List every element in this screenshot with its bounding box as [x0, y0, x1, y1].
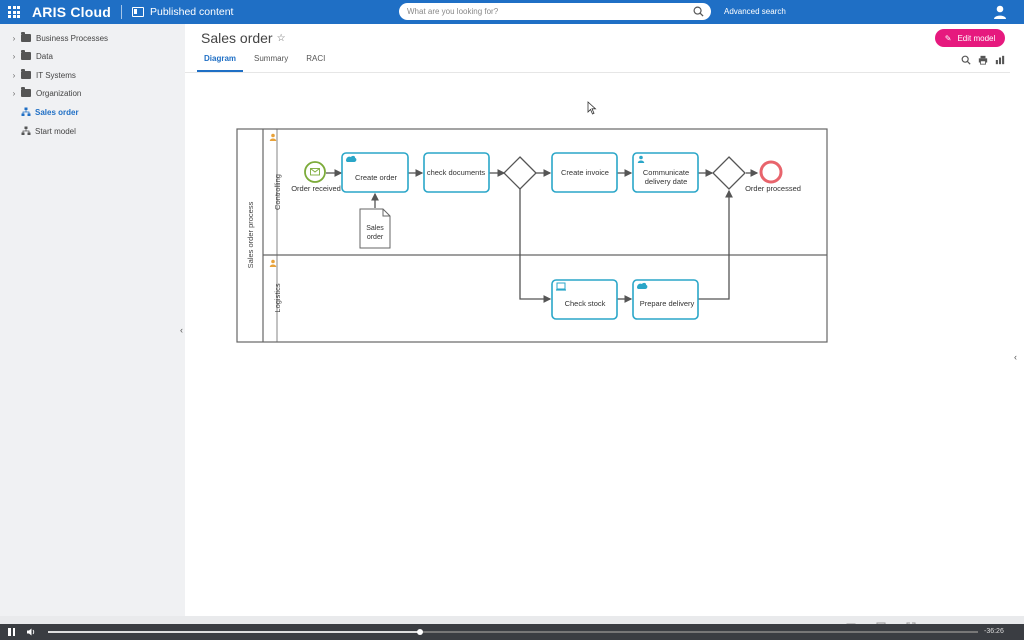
sidebar-item-label: Business Processes — [36, 33, 109, 43]
task-create-invoice[interactable]: Create invoice — [551, 152, 618, 193]
time-remaining: -36:26 — [984, 628, 1004, 635]
published-content-icon — [132, 7, 144, 17]
favorite-star-icon[interactable]: ☆ — [276, 32, 286, 44]
task-label: Create order — [355, 173, 398, 182]
sidebar-item-business-processes[interactable]: › Business Processes — [10, 31, 108, 45]
folder-icon — [21, 87, 31, 97]
view-tabs: Diagram Summary RACI — [195, 52, 334, 72]
edit-model-button[interactable]: ✎ Edit model — [935, 29, 1005, 47]
task-prepare-delivery[interactable]: Prepare delivery — [632, 279, 699, 320]
search-input[interactable] — [407, 7, 691, 16]
chevron-right-icon[interactable]: › — [12, 51, 16, 61]
sidebar-item-organization[interactable]: › Organization — [10, 86, 81, 100]
collapse-sidebar-chevron-icon[interactable]: ‹ — [180, 325, 183, 335]
chevron-right-icon[interactable]: › — [12, 88, 16, 98]
task-communicate-delivery-date[interactable]: Communicate delivery date — [632, 152, 699, 193]
sidebar-item-label: Organization — [36, 88, 82, 98]
role-icon — [269, 133, 277, 141]
page-title: Sales order ☆ — [201, 30, 286, 46]
brand-separator — [121, 5, 122, 19]
sidebar-item-label: Sales order — [35, 107, 79, 117]
pool-frame[interactable] — [236, 128, 828, 343]
navigation-sidebar: › Business Processes › Data › IT Systems… — [0, 24, 185, 616]
sidebar-item-data[interactable]: › Data — [10, 49, 53, 63]
tab-diagram[interactable]: Diagram — [195, 52, 245, 72]
manual-task-icon — [556, 282, 566, 291]
data-object-sales-order[interactable]: Sales order — [359, 208, 391, 249]
page-title-text: Sales order — [201, 30, 273, 46]
progress-scrubber[interactable] — [417, 629, 423, 635]
model-hierarchy-icon — [21, 107, 31, 116]
start-event-label: Order received — [291, 184, 341, 193]
user-icon[interactable] — [992, 4, 1008, 20]
sidebar-item-label: Data — [36, 51, 53, 61]
chevron-right-icon[interactable]: › — [12, 33, 16, 43]
end-event-label: Order processed — [745, 184, 801, 193]
end-event[interactable] — [759, 160, 783, 184]
published-content-link[interactable]: Published content — [150, 6, 234, 18]
user-task-icon — [637, 155, 645, 163]
task-create-order[interactable]: Create order — [341, 152, 409, 193]
sidebar-item-label: IT Systems — [36, 70, 76, 80]
app-launcher-icon[interactable] — [8, 6, 20, 18]
advanced-search-link[interactable]: Advanced search — [724, 7, 786, 16]
task-label-line2: delivery date — [645, 177, 688, 186]
volume-icon[interactable] — [26, 627, 36, 637]
task-check-stock[interactable]: Check stock — [551, 279, 618, 320]
service-task-icon — [637, 282, 648, 289]
task-label: Create invoice — [561, 168, 609, 177]
player-overlay-strip — [0, 616, 1024, 624]
sidebar-item-it-systems[interactable]: › IT Systems — [10, 68, 76, 82]
service-task-icon — [346, 155, 357, 162]
task-check-documents[interactable]: check documents — [423, 152, 490, 193]
gateway-merge[interactable] — [712, 156, 746, 190]
search-box[interactable] — [399, 3, 711, 20]
pool-label: Sales order process — [246, 201, 255, 268]
gateway-split[interactable] — [503, 156, 537, 190]
data-object-label-line2: order — [367, 234, 384, 241]
start-event[interactable] — [304, 161, 326, 183]
progress-fill — [48, 631, 420, 633]
task-label: Check stock — [565, 299, 606, 308]
chevron-right-icon[interactable]: › — [12, 70, 16, 80]
pencil-icon: ✎ — [944, 33, 952, 43]
tab-raci[interactable]: RACI — [306, 54, 326, 63]
print-icon[interactable] — [977, 54, 988, 65]
folder-icon — [21, 50, 31, 60]
folder-icon — [21, 32, 31, 42]
sequence-flow[interactable] — [698, 189, 733, 300]
lane-label-controlling: Controlling — [273, 174, 282, 210]
tab-summary[interactable]: Summary — [254, 54, 289, 63]
lane-label-logistics: Logistics — [273, 283, 282, 312]
pause-icon[interactable] — [8, 628, 15, 636]
role-icon — [269, 259, 277, 267]
search-icon[interactable] — [691, 5, 705, 19]
task-label: Prepare delivery — [640, 299, 695, 308]
zoom-search-icon[interactable] — [960, 54, 971, 65]
progress-track[interactable] — [48, 631, 978, 633]
folder-icon — [21, 69, 31, 79]
collapse-panel-chevron-icon[interactable]: ‹ — [1014, 352, 1017, 362]
model-hierarchy-icon — [21, 126, 31, 135]
sidebar-item-label: Start model — [35, 126, 76, 136]
data-object-label-line1: Sales — [366, 225, 384, 232]
task-label-line1: Communicate — [643, 168, 689, 177]
fullscreen-icon[interactable] — [906, 619, 916, 632]
sidebar-item-start-model[interactable]: Start model — [10, 124, 76, 138]
edit-model-label: Edit model — [957, 33, 996, 43]
task-label: check documents — [427, 168, 486, 177]
mouse-cursor-icon — [587, 101, 597, 115]
sequence-flow[interactable] — [519, 189, 552, 303]
tab-divider — [185, 72, 1010, 73]
sidebar-item-sales-order[interactable]: Sales order — [10, 105, 79, 119]
brand-name[interactable]: ARIS Cloud — [32, 4, 111, 20]
chart-report-icon[interactable] — [994, 54, 1005, 65]
